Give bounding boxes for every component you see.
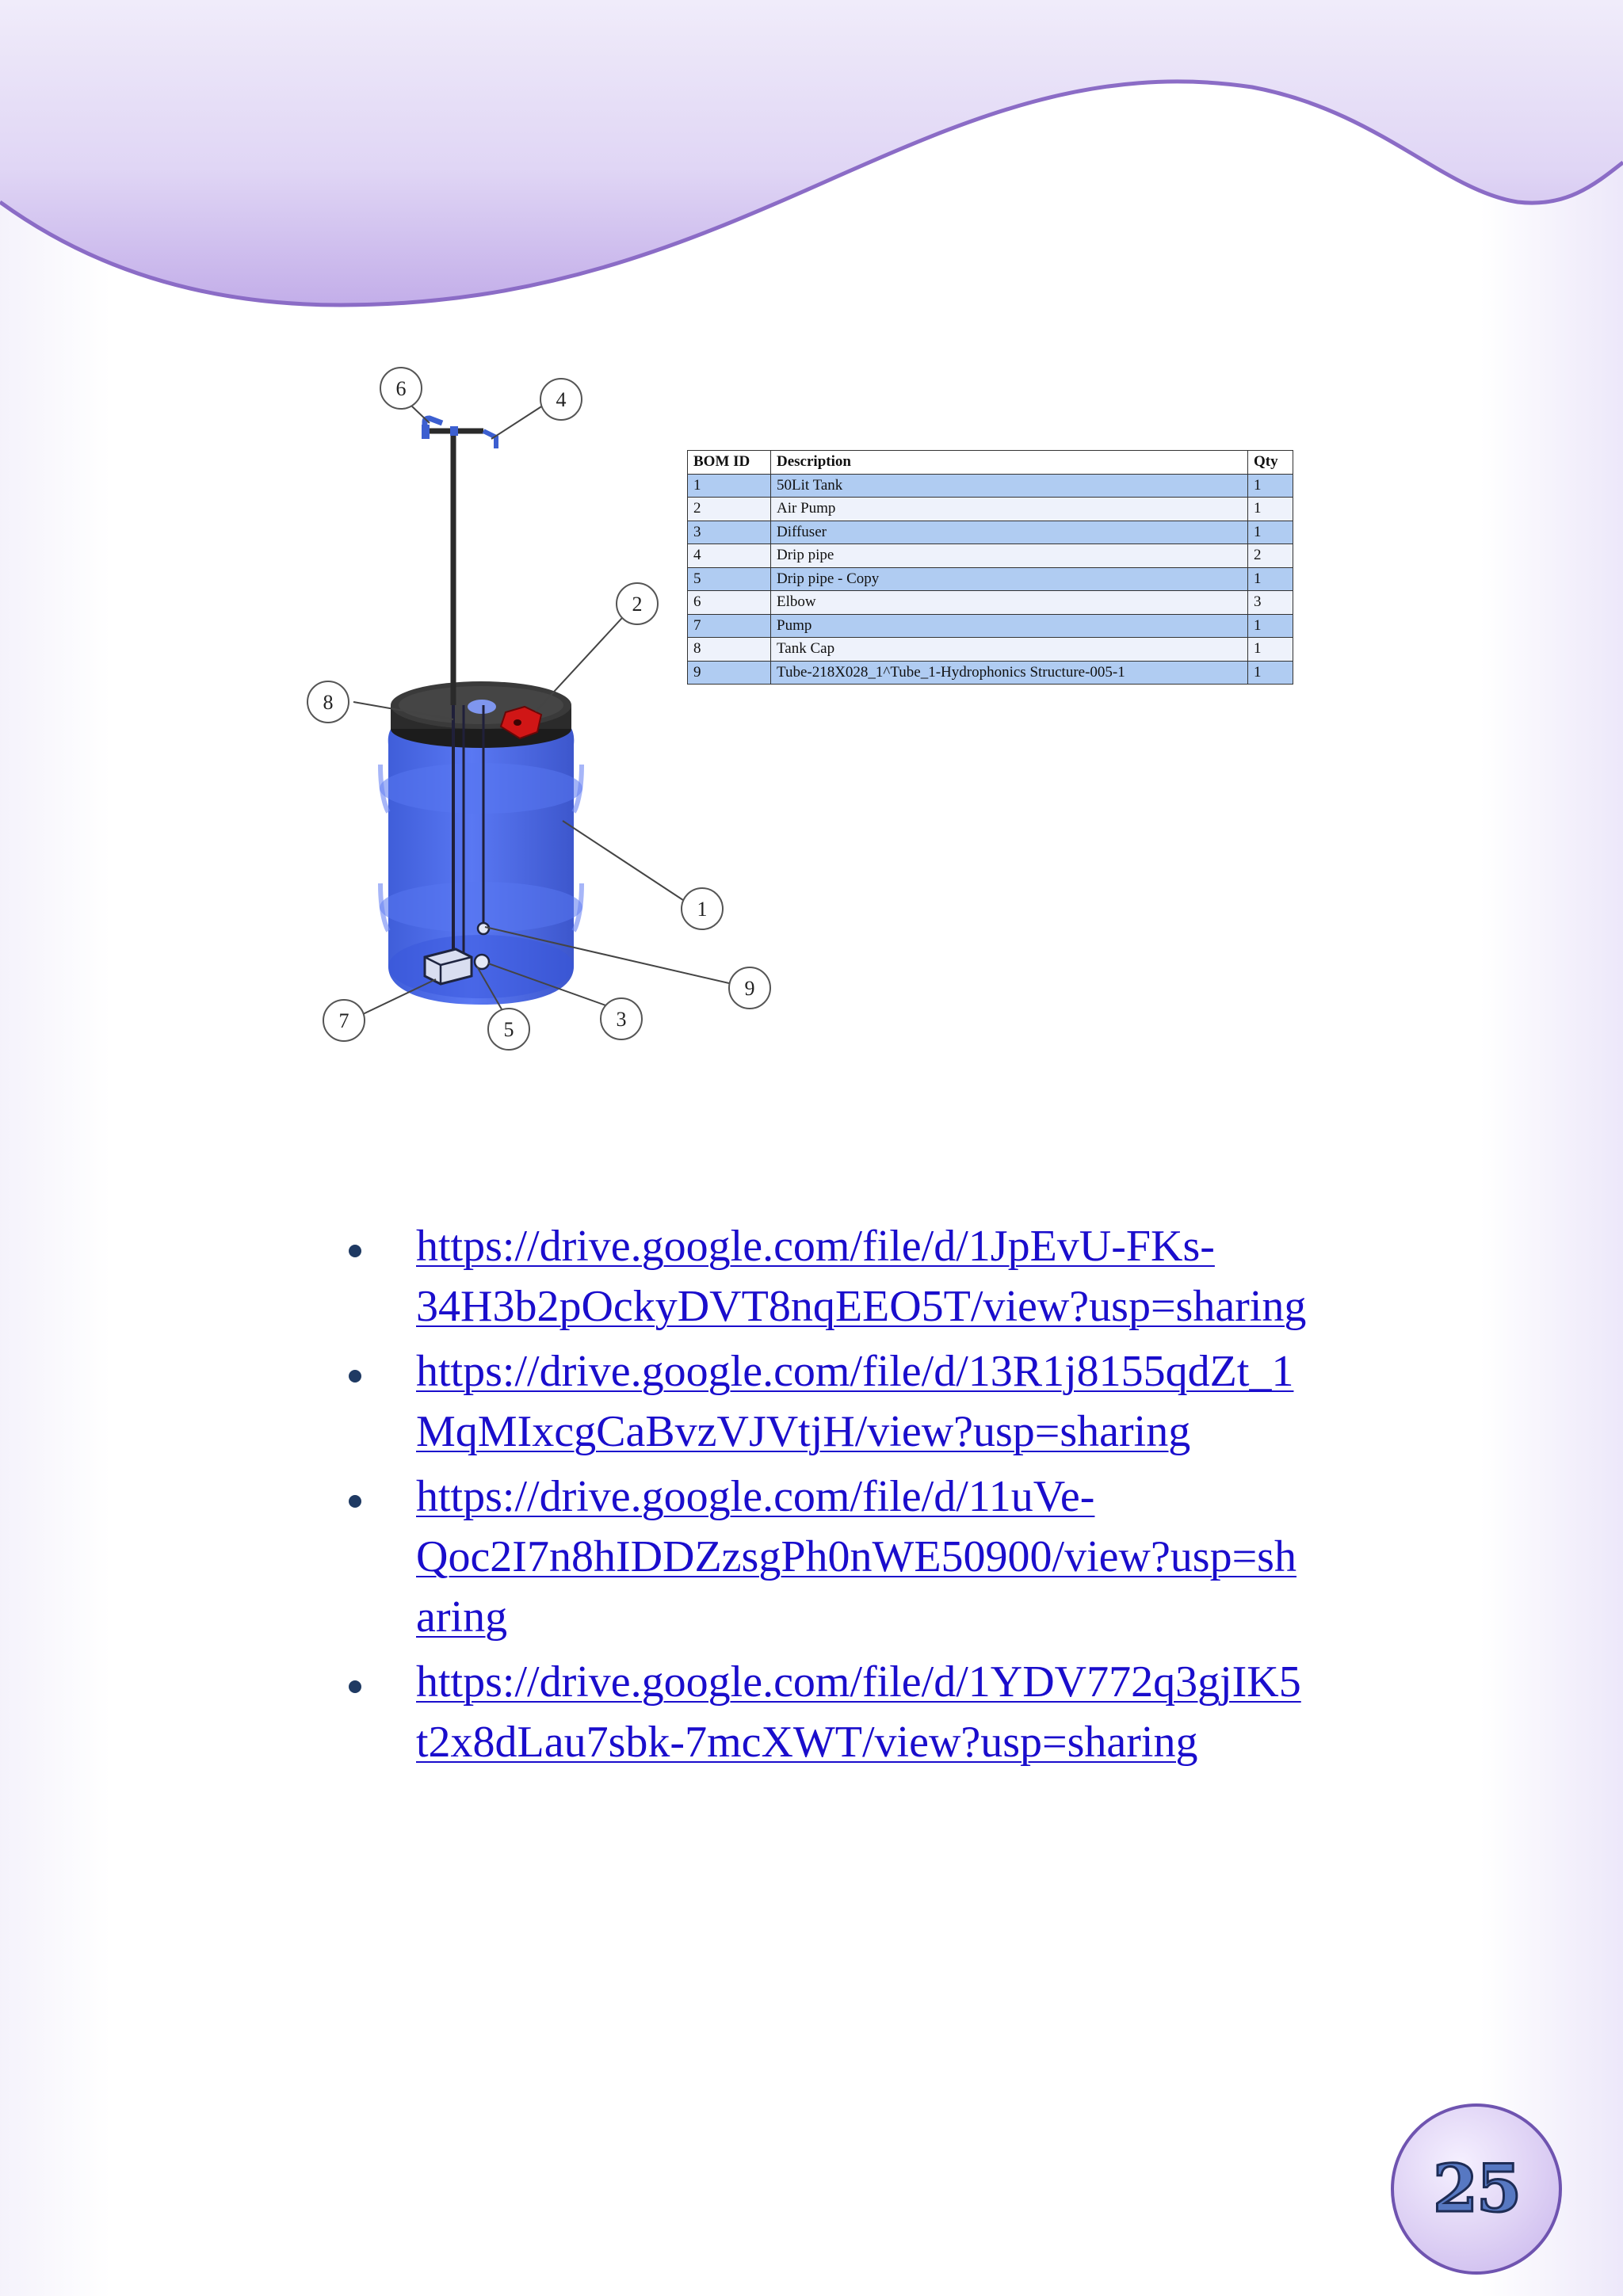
bom-cell-id: 8 bbox=[687, 637, 771, 662]
leader-lines bbox=[353, 389, 750, 1020]
page-number-badge: 25 bbox=[1391, 2103, 1562, 2275]
callout-6: 6 bbox=[380, 367, 422, 410]
water-pump bbox=[423, 921, 491, 986]
svg-text:6: 6 bbox=[396, 377, 407, 400]
bom-cell-description: Drip pipe bbox=[770, 543, 1248, 568]
callout-4: 4 bbox=[540, 378, 582, 421]
bom-header-description: Description bbox=[770, 450, 1248, 475]
list-item: https://drive.google.com/file/d/1JpEvU-F… bbox=[345, 1216, 1375, 1337]
bom-cell-qty: 1 bbox=[1247, 520, 1293, 544]
svg-text:7: 7 bbox=[339, 1009, 349, 1032]
bullet-icon bbox=[349, 1370, 361, 1383]
bom-cell-qty: 3 bbox=[1247, 590, 1293, 615]
svg-text:1: 1 bbox=[697, 898, 708, 921]
header-wave-decoration bbox=[0, 0, 1623, 307]
page-number: 25 bbox=[1431, 2150, 1522, 2229]
svg-text:2: 2 bbox=[632, 593, 643, 616]
bom-cell-qty: 1 bbox=[1247, 613, 1293, 638]
callout-1: 1 bbox=[681, 887, 724, 930]
link-line: 34H3b2pOckyDVT8nqEEO5T/view?usp=sharing bbox=[416, 1282, 1307, 1331]
link-line: https://drive.google.com/file/d/1JpEvU-F… bbox=[416, 1222, 1215, 1271]
drive-links-list: https://drive.google.com/file/d/1JpEvU-F… bbox=[345, 1216, 1375, 1777]
bom-header-id: BOM ID bbox=[687, 450, 771, 475]
callout-2: 2 bbox=[616, 582, 659, 625]
link-line: Qoc2I7n8hIDDZzsgPh0nWE50900/view?usp=sh bbox=[416, 1532, 1296, 1581]
list-item: https://drive.google.com/file/d/11uVe- Qo… bbox=[345, 1466, 1375, 1647]
drive-link-2[interactable]: https://drive.google.com/file/d/13R1j815… bbox=[416, 1347, 1293, 1456]
bullet-icon bbox=[349, 1495, 361, 1508]
bom-cell-qty: 2 bbox=[1247, 543, 1293, 568]
bom-cell-description: Air Pump bbox=[770, 497, 1248, 521]
svg-text:9: 9 bbox=[745, 977, 755, 1000]
bom-cell-description: Tube-218X028_1^Tube_1-Hydrophonics Struc… bbox=[770, 660, 1248, 685]
bom-cell-description: Drip pipe - Copy bbox=[770, 566, 1248, 591]
list-item: https://drive.google.com/file/d/1YDV772q… bbox=[345, 1652, 1375, 1772]
bom-cell-qty: 1 bbox=[1247, 637, 1293, 662]
callout-7: 7 bbox=[323, 999, 365, 1042]
link-line: aring bbox=[416, 1592, 508, 1642]
callout-8: 8 bbox=[307, 681, 349, 723]
bom-cell-description: 50Lit Tank bbox=[770, 473, 1248, 498]
bom-cell-id: 1 bbox=[687, 473, 771, 498]
link-line: https://drive.google.com/file/d/1YDV772q… bbox=[416, 1657, 1301, 1707]
callout-9: 9 bbox=[728, 967, 771, 1009]
bom-cell-qty: 1 bbox=[1247, 566, 1293, 591]
callout-5: 5 bbox=[487, 1008, 530, 1051]
bom-cell-qty: 1 bbox=[1247, 497, 1293, 521]
drive-link-1[interactable]: https://drive.google.com/file/d/1JpEvU-F… bbox=[416, 1222, 1306, 1331]
callout-3: 3 bbox=[600, 997, 643, 1040]
bom-cell-description: Elbow bbox=[770, 590, 1248, 615]
bom-cell-description: Pump bbox=[770, 613, 1248, 638]
bom-cell-id: 3 bbox=[687, 520, 771, 544]
svg-text:8: 8 bbox=[323, 691, 334, 714]
left-background-glow bbox=[0, 0, 111, 2296]
svg-text:4: 4 bbox=[556, 388, 567, 411]
drive-link-4[interactable]: https://drive.google.com/file/d/1YDV772q… bbox=[416, 1657, 1301, 1767]
bom-header-row: BOM ID Description Qty bbox=[687, 450, 1293, 475]
tank-cap bbox=[391, 681, 571, 748]
bom-cell-qty: 1 bbox=[1247, 473, 1293, 498]
link-line: MqMIxcgCaBvzVJVtjH/view?usp=sharing bbox=[416, 1407, 1191, 1456]
tank-body bbox=[378, 717, 584, 1005]
bom-cell-id: 9 bbox=[687, 660, 771, 685]
link-line: https://drive.google.com/file/d/11uVe- bbox=[416, 1472, 1095, 1521]
hydroponics-assembly-drawing: 6 4 2 8 1 9 7 5 bbox=[307, 367, 771, 1051]
bom-cell-id: 5 bbox=[687, 566, 771, 591]
bom-cell-id: 2 bbox=[687, 497, 771, 521]
right-background-glow bbox=[1480, 0, 1623, 2296]
bom-cell-id: 7 bbox=[687, 613, 771, 638]
bom-header-qty: Qty bbox=[1247, 450, 1293, 475]
bom-cell-id: 6 bbox=[687, 590, 771, 615]
link-line: t2x8dLau7sbk-7mcXWT/view?usp=sharing bbox=[416, 1718, 1198, 1767]
bom-cell-qty: 1 bbox=[1247, 660, 1293, 685]
svg-text:5: 5 bbox=[504, 1018, 514, 1041]
svg-text:3: 3 bbox=[617, 1008, 627, 1031]
drive-link-3[interactable]: https://drive.google.com/file/d/11uVe- Qo… bbox=[416, 1472, 1296, 1642]
bom-cell-description: Tank Cap bbox=[770, 637, 1248, 662]
bullet-icon bbox=[349, 1245, 361, 1257]
bom-cell-id: 4 bbox=[687, 543, 771, 568]
list-item: https://drive.google.com/file/d/13R1j815… bbox=[345, 1341, 1375, 1462]
link-line: https://drive.google.com/file/d/13R1j815… bbox=[416, 1347, 1294, 1396]
bom-cell-description: Diffuser bbox=[770, 520, 1248, 544]
bullet-icon bbox=[349, 1680, 361, 1693]
top-elbows bbox=[422, 415, 498, 448]
